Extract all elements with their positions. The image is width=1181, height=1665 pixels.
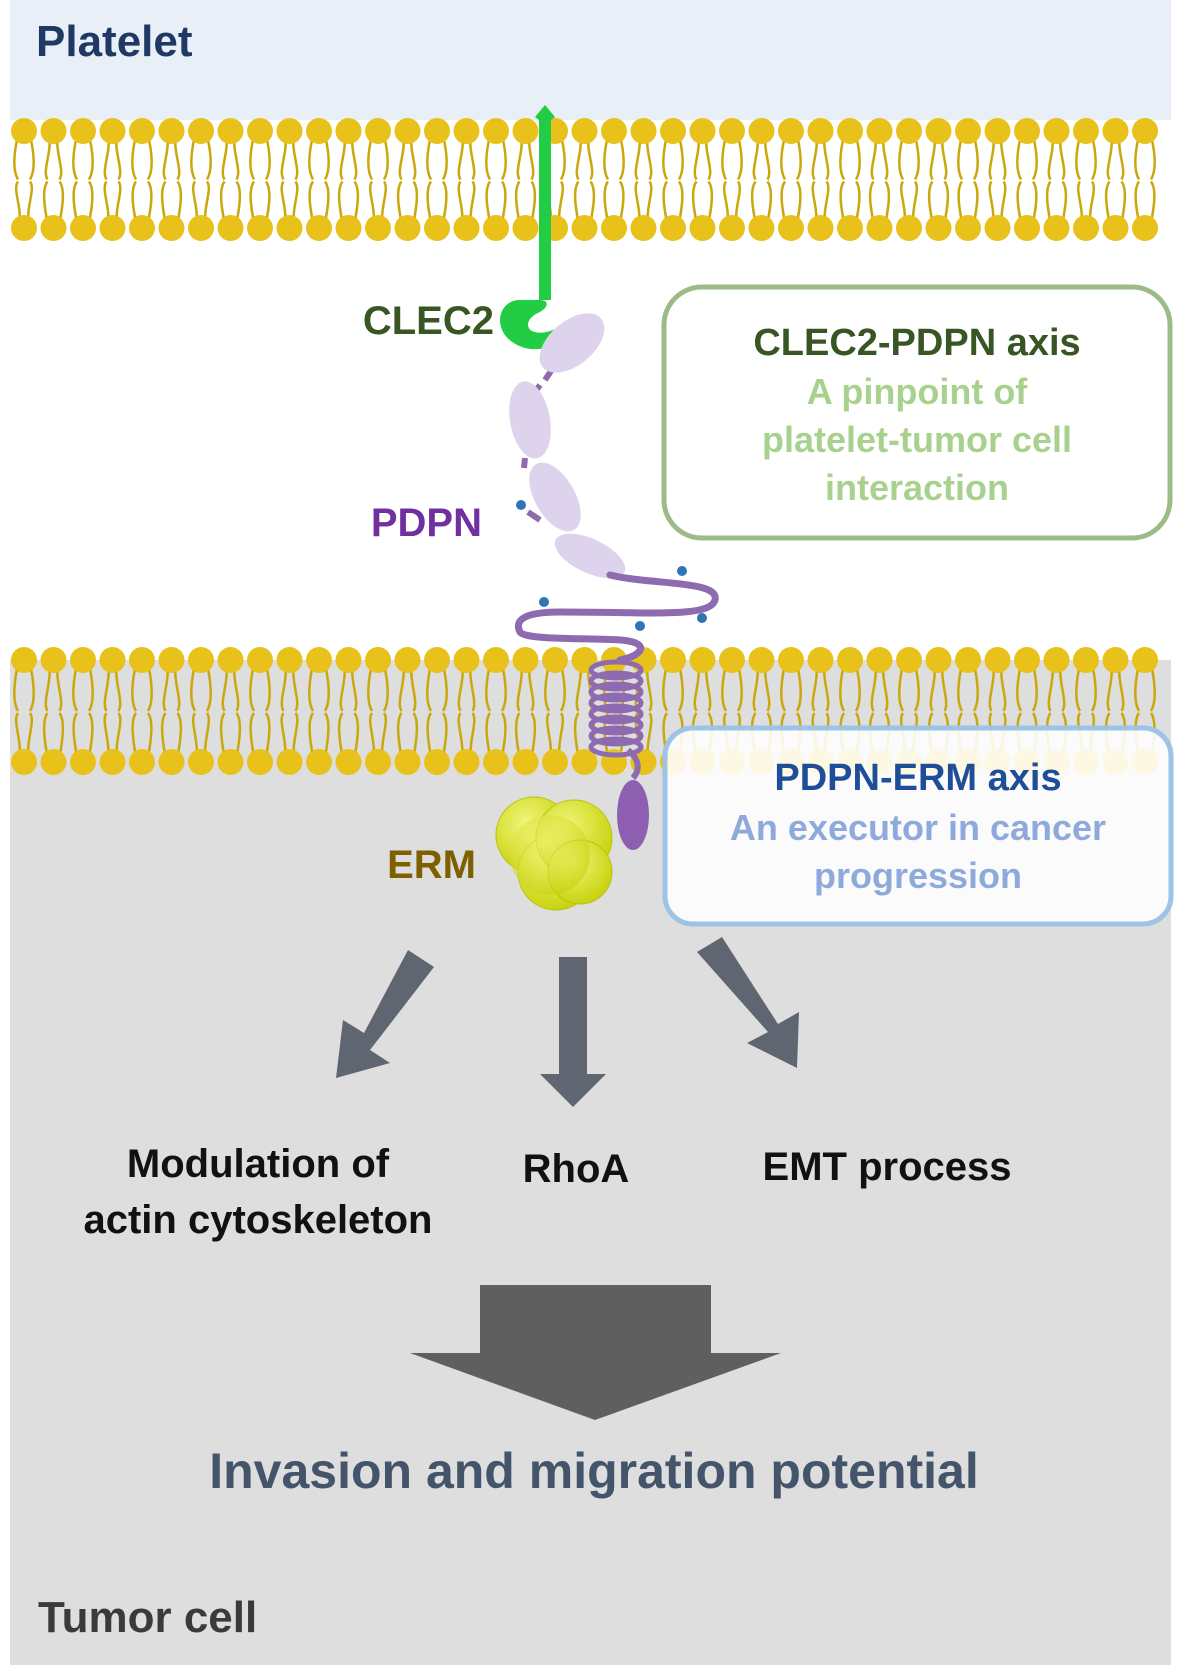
clec2-pdpn-axis-line-3: interaction [825,467,1009,508]
clec2-pdpn-axis-line-2: platelet-tumor cell [762,419,1072,460]
outcome-actin-line-2: actin cytoskeleton [83,1198,432,1242]
pdpn-erm-axis-line-1: An executor in cancer [730,807,1106,848]
pdpn-erm-axis-line-2: progression [814,855,1022,896]
pdpn-transmembrane-chain [515,571,719,850]
platelet-background [10,0,1171,120]
clec2-pdpn-axis-title: CLEC2-PDPN axis [753,322,1080,364]
platelet-label: Platelet [36,17,193,66]
arrow-to-rhoa [540,957,606,1107]
result-label: Invasion and migration potential [209,1443,979,1499]
pdpn-erm-axis-title: PDPN-ERM axis [774,757,1061,799]
clec2-label: CLEC2 [363,299,494,343]
pdpn-erm-axis-box: PDPN-ERM axis An executor in cancer prog… [662,725,1174,927]
pdpn-helix [588,659,644,758]
tumor-cell-label: Tumor cell [38,1593,257,1642]
outcome-actin-line-1: Modulation of [127,1142,390,1186]
erm-label: ERM [387,843,476,887]
outcome-emt: EMT process [763,1145,1012,1189]
clec2-pdpn-axis-box: CLEC2-PDPN axis A pinpoint of platelet-t… [661,284,1173,541]
pdpn-label: PDPN [371,501,482,545]
platelet-membrane [11,118,1158,241]
arrow-to-actin [336,950,434,1078]
result-arrow [410,1285,781,1420]
downstream-arrows [336,937,799,1107]
pdpn-extracellular-domains [509,313,626,579]
glycosylation-sites [516,500,707,631]
clec2-pdpn-axis-line-1: A pinpoint of [807,371,1029,412]
outcome-rhoa: RhoA [523,1147,630,1191]
erm-protein-complex [495,796,613,911]
arrow-to-emt [697,937,799,1068]
